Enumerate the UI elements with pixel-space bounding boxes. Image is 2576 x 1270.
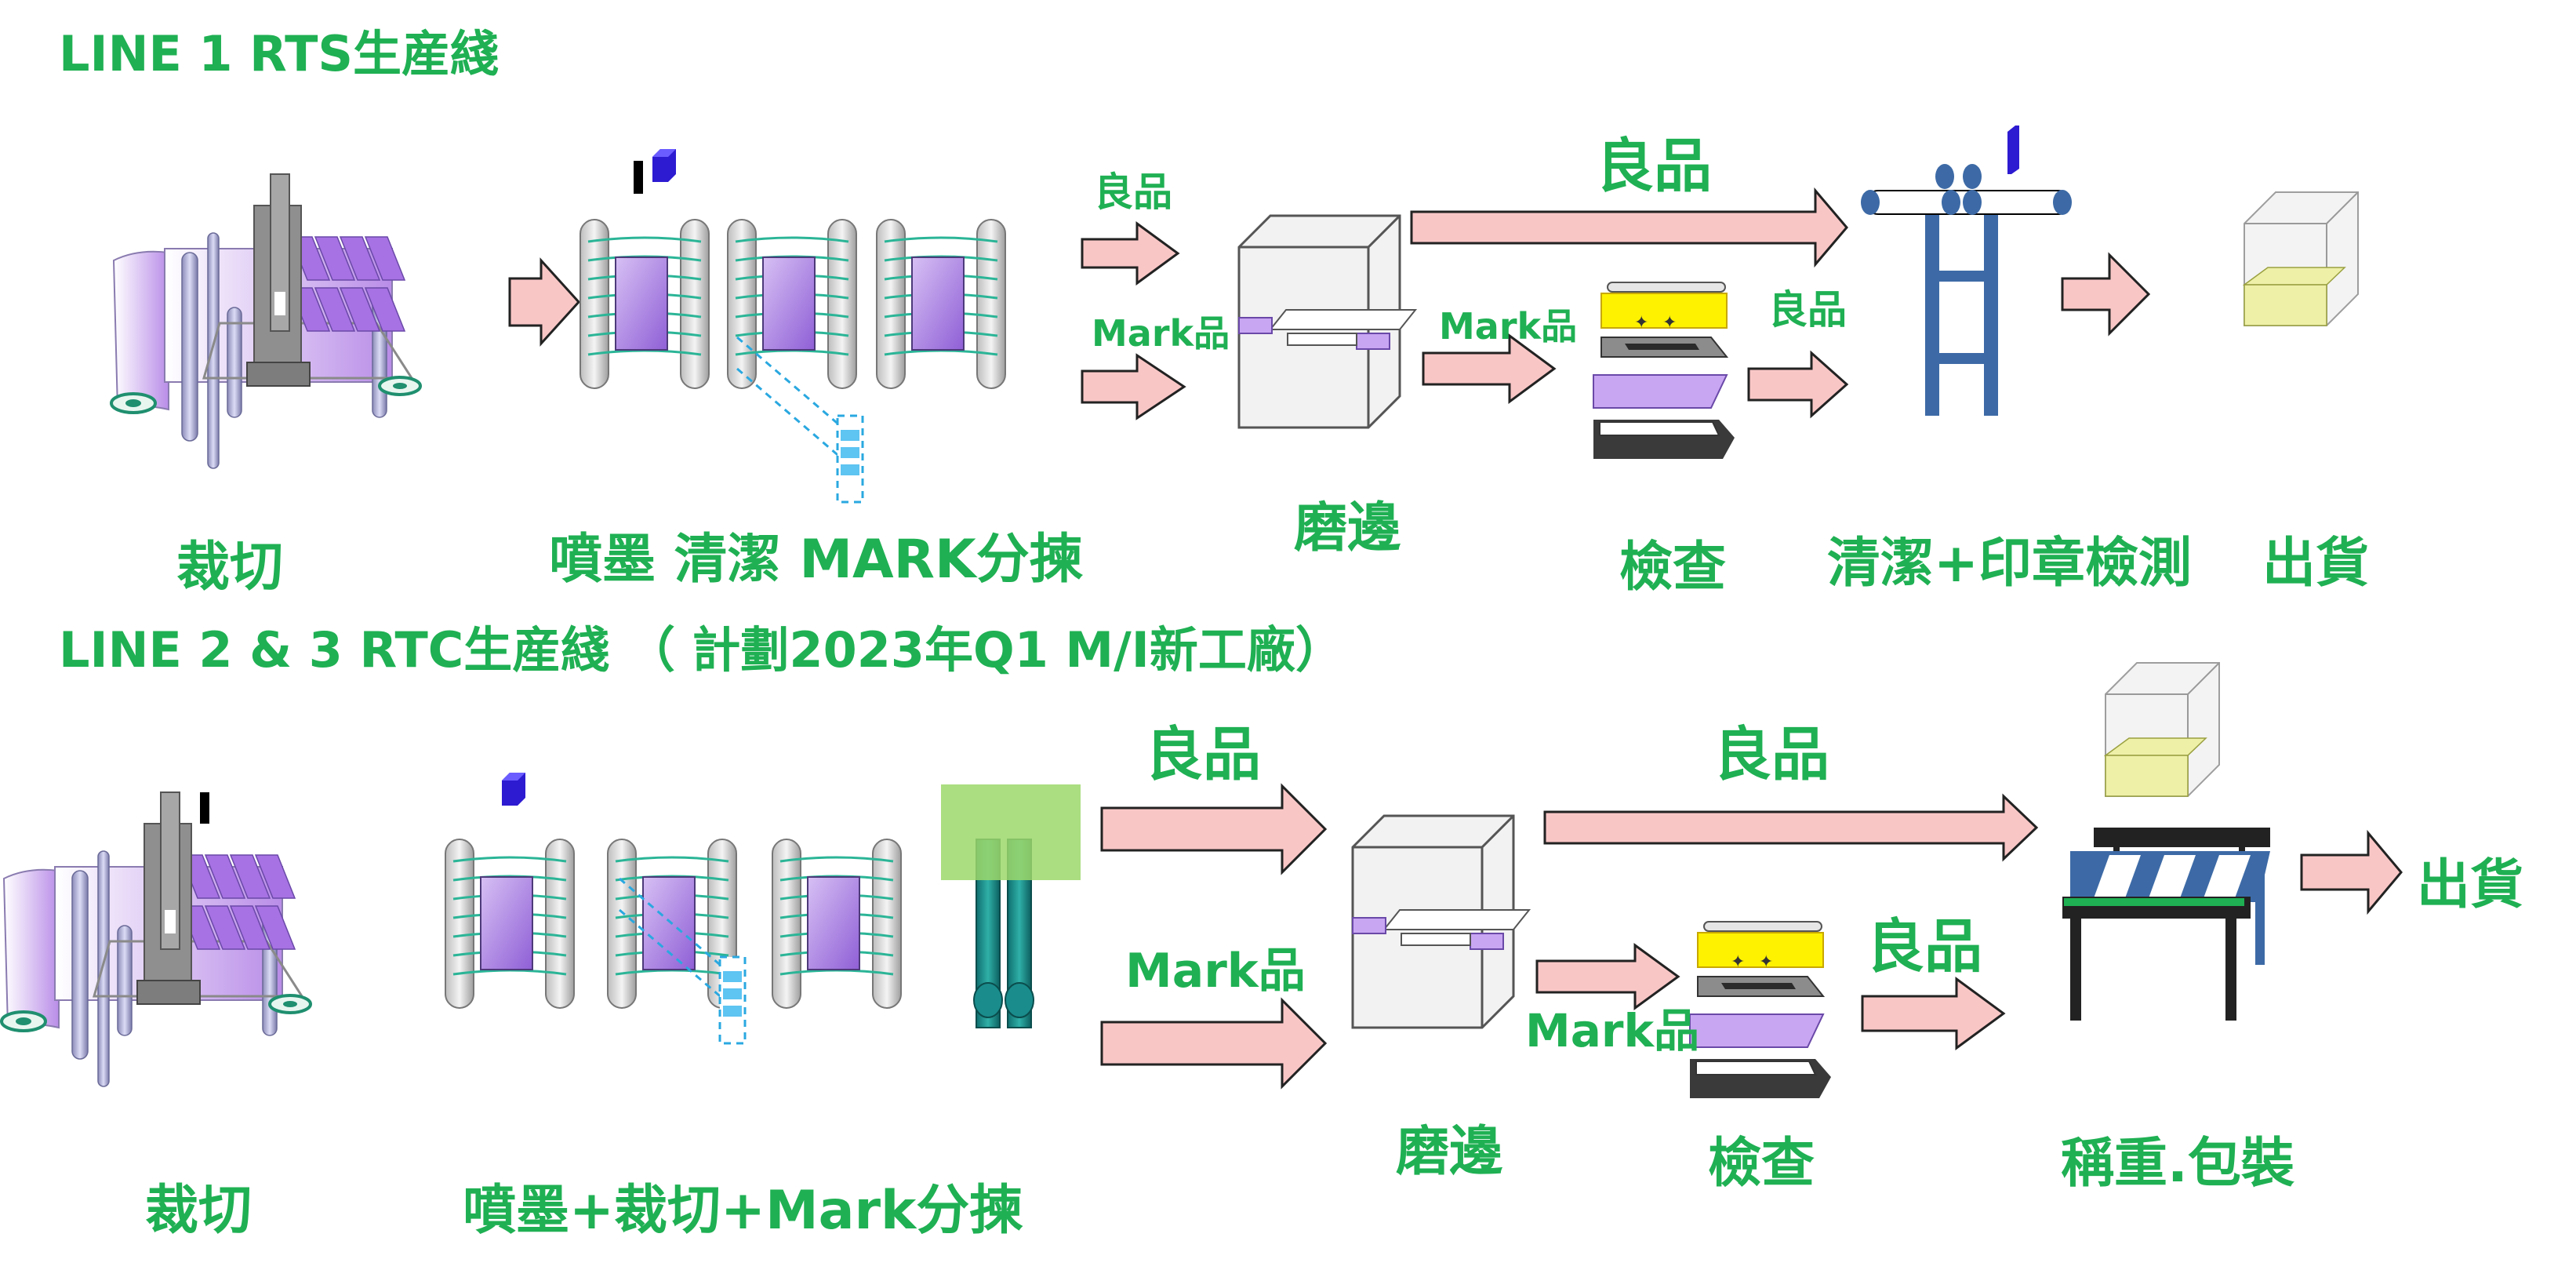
line1-grinder-icon <box>1237 214 1417 429</box>
line2-arrow-mark-2 <box>1535 943 1680 1010</box>
line2-step-ink-cut-sort: 噴墨+裁切+Mark分揀 <box>463 1180 1023 1242</box>
line1-arrow-good-1 <box>1081 221 1180 286</box>
line2-pack-box-icon <box>2105 662 2220 797</box>
line2-arrow-good-2 <box>1861 977 2006 1050</box>
line1-marker-bar-icon <box>634 161 643 194</box>
line1-step-cut: 裁切 <box>176 537 284 599</box>
line1-ink-stamp-icon <box>652 149 676 182</box>
line1-label-good-bypass: 良品 <box>1596 133 1712 200</box>
line2-marker-bar-icon <box>200 792 209 824</box>
line1-step-ship: 出貨 <box>2262 533 2370 595</box>
line2-label-mark-2: Mark品 <box>1525 1004 1700 1057</box>
line1-clean-stamp-frame-icon <box>1861 126 2072 416</box>
line1-label-good-1: 良品 <box>1094 169 1172 215</box>
line2-label-good-1: 良品 <box>1145 721 1261 788</box>
line2-roller-1-icon <box>444 838 576 1010</box>
line1-step-clean-stamp: 清潔+印章檢測 <box>1827 533 2192 595</box>
line1-inspection-table-icon <box>1593 282 1735 460</box>
line1-row <box>110 126 2359 504</box>
line1-step-inspect: 檢查 <box>1619 537 1727 599</box>
line1-label-good-2: 良品 <box>1768 287 1847 333</box>
line1-roller-2-icon <box>726 218 858 390</box>
line1-arrow-to-ship <box>2061 252 2151 337</box>
line2-sorting-unit-icon <box>941 784 1081 1028</box>
line2-weigh-pack-station-icon <box>2062 662 2270 1021</box>
line2-step-ship: 出貨 <box>2417 854 2524 916</box>
line2-step-grind: 磨邊 <box>1396 1121 1503 1183</box>
line1-roller-3-icon <box>875 218 1007 390</box>
line2-row <box>0 662 2403 1099</box>
line1-cutting-machine-icon <box>110 173 422 470</box>
line2-grinder-icon <box>1351 814 1531 1029</box>
line2-inspection-table-icon <box>1689 921 1832 1099</box>
line1-arrow-cut-to-ink <box>508 257 581 347</box>
line1-arrow-mark-1 <box>1081 353 1186 420</box>
line2-title: LINE 2 & 3 RTC生産綫 （ 計劃2023年Q1 M/I新工廠） <box>59 621 1344 679</box>
line1-roller-1-icon <box>579 218 710 390</box>
line2-step-weigh-pack: 稱重.包裝 <box>2061 1133 2294 1195</box>
line1-arrow-good-2 <box>1747 350 1849 419</box>
line2-label-good-2: 良品 <box>1866 913 1982 981</box>
line2-label-mark-1: Mark品 <box>1125 944 1306 999</box>
line2-cutting-machine-icon <box>0 791 312 1088</box>
line1-shipping-box-icon <box>2244 191 2359 326</box>
line1-step-ink-clean-sort: 噴墨 清潔 MARK分揀 <box>549 529 1083 591</box>
line1-label-mark-1: Mark品 <box>1092 312 1230 355</box>
line2-arrow-good-bypass <box>1543 793 2039 862</box>
line2-ink-stamp-icon <box>502 773 525 806</box>
line2-roller-3-icon <box>771 838 903 1010</box>
line1-step-grind: 磨邊 <box>1294 497 1401 559</box>
line2-step-inspect: 檢查 <box>1708 1133 1815 1195</box>
line2-step-cut: 裁切 <box>145 1180 253 1242</box>
line2-arrow-to-ship <box>2300 829 2403 915</box>
line1-arrow-mark-2 <box>1422 333 1557 404</box>
line1-arrow-good-bypass <box>1410 187 1848 268</box>
line2-label-good-bypass: 良品 <box>1713 721 1829 788</box>
line2-arrow-good-1 <box>1100 783 1328 875</box>
line1-title: LINE 1 RTS生産綫 <box>59 25 500 82</box>
line1-label-mark-2: Mark品 <box>1439 305 1578 348</box>
line2-arrow-mark-1 <box>1100 997 1328 1090</box>
